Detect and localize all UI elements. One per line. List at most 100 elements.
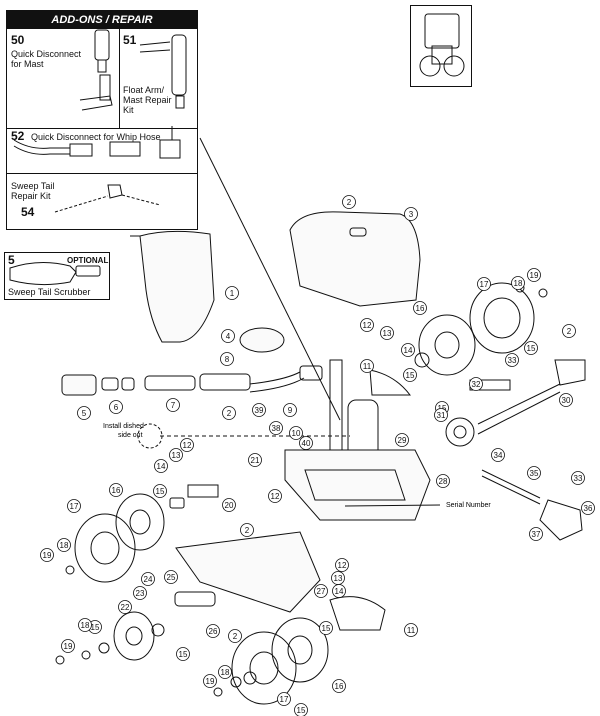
callout-36-label-0: 36 — [584, 504, 593, 513]
bumper-27 — [175, 531, 321, 613]
callout-17-label-0: 17 — [480, 280, 489, 289]
addon-54-label-2: Repair Kit — [11, 191, 51, 201]
addons-header: ADD-ONS / REPAIR — [7, 11, 197, 29]
callout-19-circle-0 — [527, 268, 541, 282]
callout-27-label-0: 27 — [317, 587, 326, 596]
callout-40-circle-0 — [299, 436, 313, 450]
addon-54-number: 54 — [21, 205, 35, 219]
callout-19-circle-1 — [40, 548, 54, 562]
callout-14-circle-1 — [154, 459, 168, 473]
callout-29-circle-0 — [395, 433, 409, 447]
wheel-22 — [113, 611, 155, 661]
addon-50-drawing — [79, 29, 113, 111]
callout-15-label-2: 15 — [527, 344, 536, 353]
callout-15-circle-5 — [176, 647, 190, 661]
callout-2-circle-4 — [228, 629, 242, 643]
callout-15-circle-2 — [524, 341, 538, 355]
callout-15-label-4: 15 — [91, 623, 100, 632]
callout-31-label-0: 31 — [437, 411, 446, 420]
callout-20-label-0: 20 — [225, 501, 234, 510]
tire-17-top — [469, 282, 535, 354]
gear-31 — [445, 417, 475, 447]
callout-34-label-0: 34 — [494, 451, 503, 460]
callout-24-label-0: 24 — [144, 575, 153, 584]
callout-2-circle-0 — [342, 195, 356, 209]
addon-51-label-1: Float Arm/ — [123, 85, 165, 95]
callout-37-label-0: 37 — [532, 530, 541, 539]
callout-39-label-0: 39 — [255, 406, 264, 415]
axle-35 — [481, 469, 541, 499]
callout-35-circle-0 — [527, 466, 541, 480]
callout-13-circle-0 — [380, 326, 394, 340]
callout-19-circle-2 — [61, 639, 75, 653]
addon-52-label: Quick Disconnect for Whip Hose — [31, 132, 161, 142]
addon-54-drawing — [54, 184, 161, 213]
callout-25-circle-0 — [164, 570, 178, 584]
callout-4-label-0: 4 — [226, 332, 231, 341]
callout-12-circle-3 — [335, 558, 349, 572]
callout-11-label-1: 11 — [407, 626, 416, 635]
callout-21-label-0: 21 — [251, 456, 260, 465]
callout-14-label-2: 14 — [335, 587, 344, 596]
callout-39-circle-0 — [252, 403, 266, 417]
callout-38-label-0: 38 — [272, 424, 281, 433]
callout-9-label-0: 9 — [288, 406, 293, 415]
addons-repair-box: ADD-ONS / REPAIR 50 Quick Disconnect for… — [6, 10, 198, 230]
callout-16-label-1: 16 — [112, 486, 121, 495]
arm-part-11-bottom — [329, 596, 386, 631]
optional-scrubber-box: 5 OPTIONAL Sweep Tail Scrubber — [4, 252, 110, 300]
callout-22-circle-0 — [118, 600, 132, 614]
callout-18-circle-0 — [511, 276, 525, 290]
callout-14-circle-0 — [401, 343, 415, 357]
callout-12-label-1: 12 — [183, 441, 192, 450]
callout-6-label-0: 6 — [114, 403, 119, 412]
callout-17-circle-0 — [477, 277, 491, 291]
callout-26-label-0: 26 — [209, 627, 218, 636]
callout-1-label-0: 1 — [230, 289, 235, 298]
callout-13-label-1: 13 — [172, 451, 181, 460]
callout-10-label-0: 10 — [292, 429, 301, 438]
callout-18-circle-2 — [78, 618, 92, 632]
callout-15-circle-0 — [403, 368, 417, 382]
callout-18-label-1: 18 — [60, 541, 69, 550]
tire-17-bottom — [231, 631, 297, 705]
addon-leader-line — [199, 137, 341, 421]
callout-2-label-2: 2 — [227, 409, 232, 418]
callout-17-label-2: 17 — [280, 695, 289, 704]
callout-15-circle-6 — [319, 621, 333, 635]
callout-1-circle-0 — [225, 286, 239, 300]
callout-19-label-3: 19 — [206, 677, 215, 686]
dished-note-line-2: side out — [118, 432, 143, 439]
serial-number-label: Serial Number — [446, 502, 491, 509]
callout-28-circle-0 — [436, 474, 450, 488]
callout-15-label-6: 15 — [322, 624, 331, 633]
callout-7-label-0: 7 — [171, 401, 176, 410]
callout-30-label-0: 30 — [562, 396, 571, 405]
callout-11-label-0: 11 — [363, 362, 372, 371]
callout-13-label-0: 13 — [383, 329, 392, 338]
callout-23-circle-0 — [133, 586, 147, 600]
callout-18-label-0: 18 — [514, 279, 523, 288]
callout-27-circle-0 — [314, 584, 328, 598]
callout-12-label-3: 12 — [338, 561, 347, 570]
bag-part-1 — [139, 230, 215, 343]
addon-50-number: 50 — [11, 33, 25, 47]
callout-34-circle-0 — [491, 448, 505, 462]
callout-25-label-0: 25 — [167, 573, 176, 582]
addon-51-label-2: Mast Repair — [123, 95, 172, 105]
addon-51-drawing — [139, 34, 187, 109]
optional-label: Sweep Tail Scrubber — [8, 287, 91, 297]
callout-2-circle-1 — [562, 324, 576, 338]
addon-54-label-1: Sweep Tail — [11, 181, 55, 191]
optional-tag: OPTIONAL — [67, 256, 109, 265]
optional-scrubber-drawing — [9, 262, 101, 286]
callout-19-label-0: 19 — [530, 271, 539, 280]
callout-2-label-1: 2 — [567, 327, 572, 336]
callout-15-circle-7 — [294, 703, 308, 716]
addon-50-label-2: for Mast — [11, 59, 44, 69]
callout-14-label-1: 14 — [157, 462, 166, 471]
callout-15-label-0: 15 — [406, 371, 415, 380]
callout-26-circle-0 — [206, 624, 220, 638]
optional-number: 5 — [8, 253, 15, 267]
callout-24-circle-0 — [141, 572, 155, 586]
